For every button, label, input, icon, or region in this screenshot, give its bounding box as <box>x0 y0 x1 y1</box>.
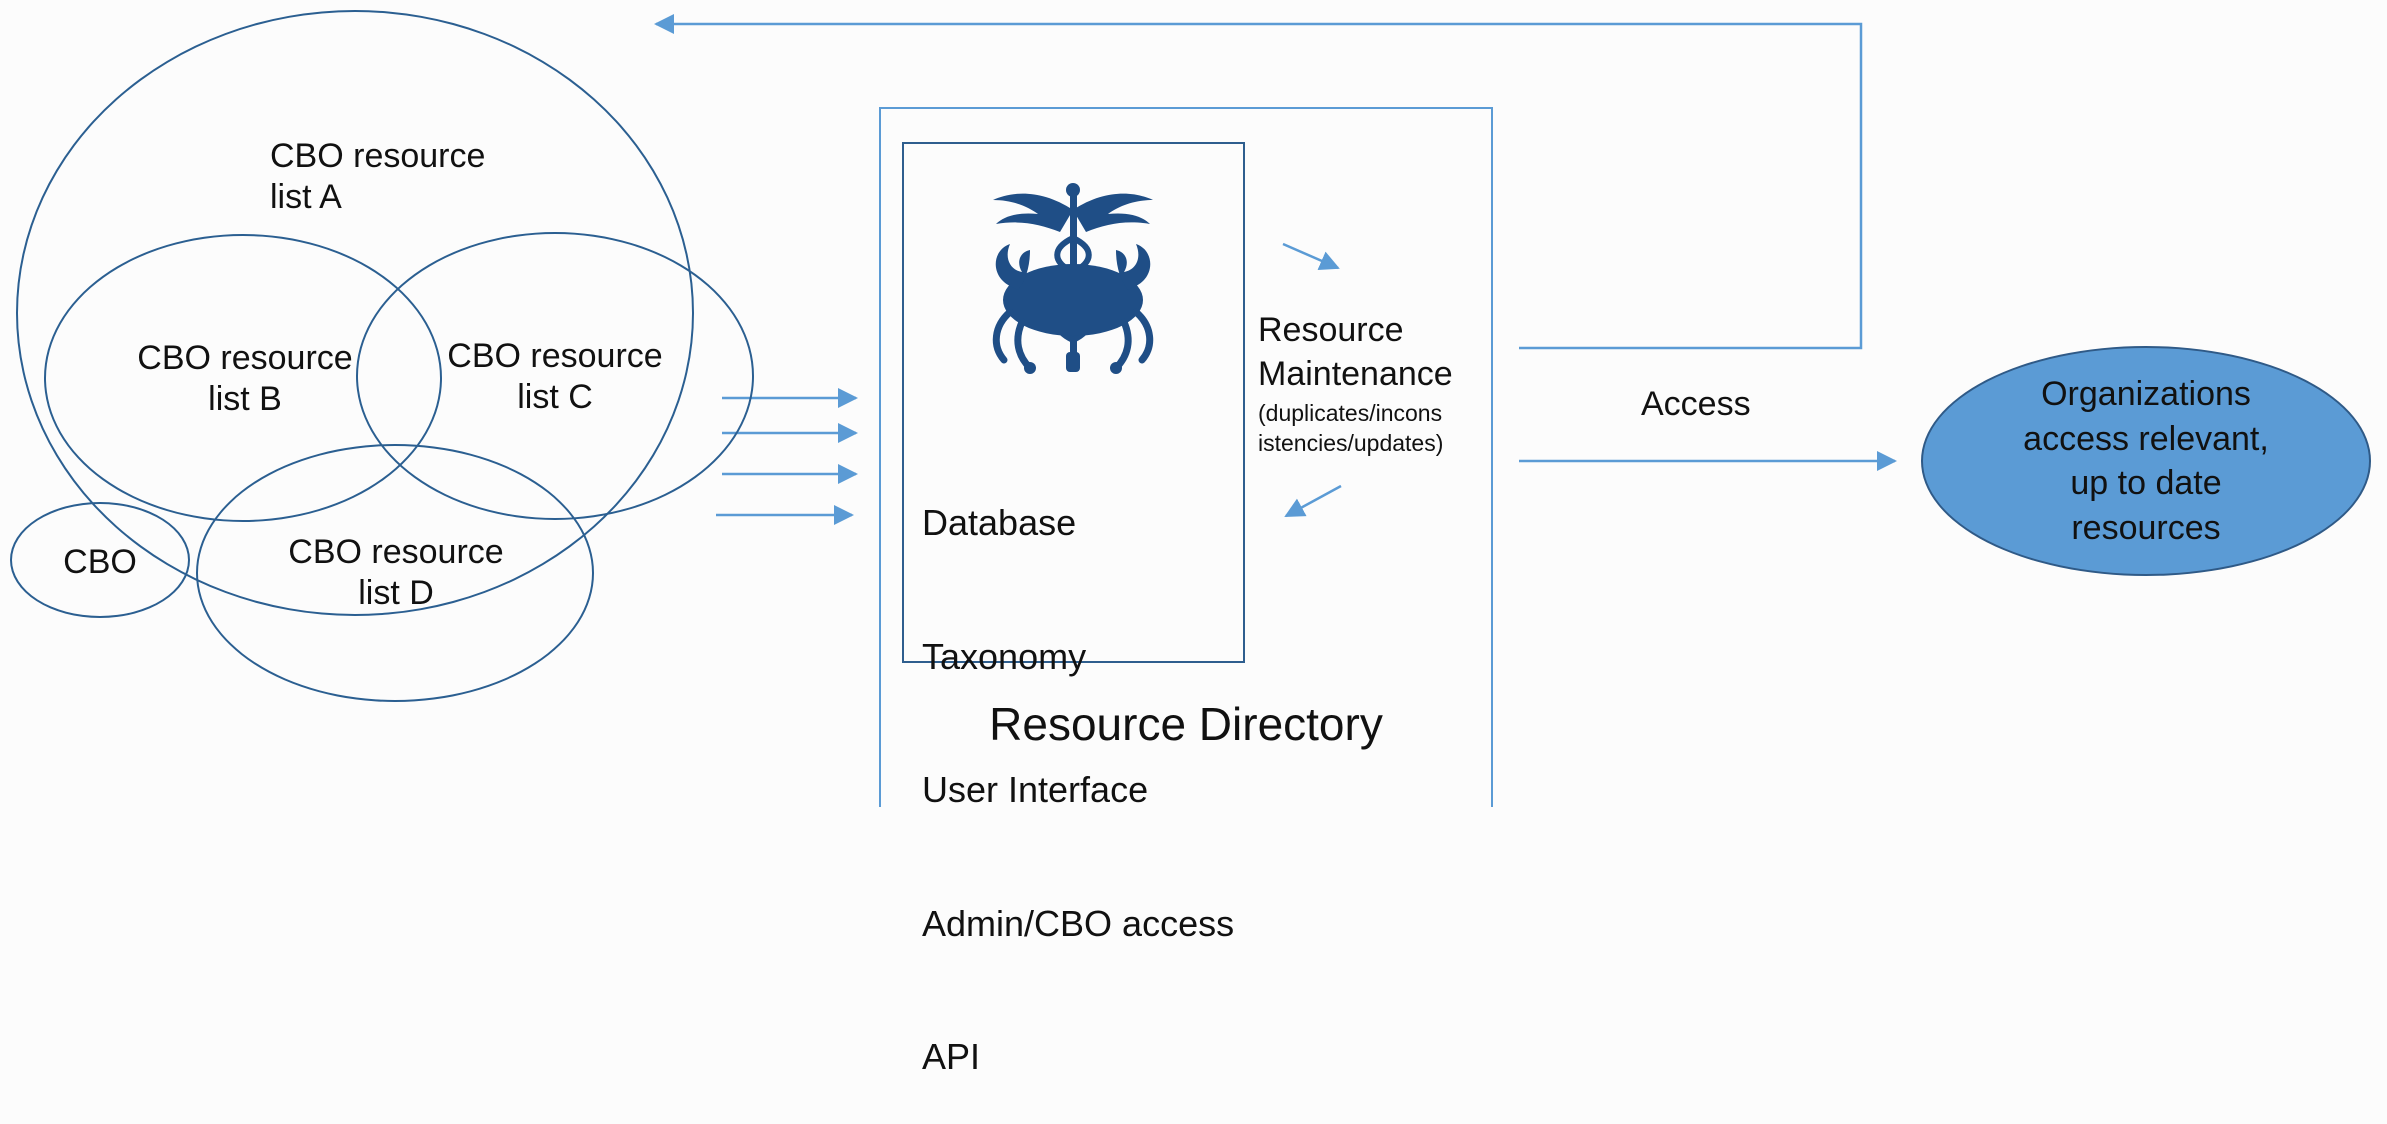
maintenance-arrow-in <box>1284 484 1342 518</box>
feature-user-interface: User Interface <box>922 769 1149 810</box>
organizations-ellipse <box>1921 346 2371 576</box>
organizations-label: Organizations access relevant, up to dat… <box>2023 375 2269 547</box>
label-list-c: CBO resource list C <box>447 337 663 417</box>
label-cbo: CBO <box>63 543 137 581</box>
feature-database: Database <box>922 502 1077 543</box>
directory-title: Resource Directory <box>989 698 1383 750</box>
label-list-d: CBO resource list D <box>288 533 504 613</box>
feature-taxonomy: Taxonomy <box>922 635 1087 677</box>
directory-features-box <box>902 142 1245 663</box>
resource-directory-box <box>879 107 1493 807</box>
circle-cbo <box>10 502 190 618</box>
feature-admin-cbo-access: Admin/CBO access <box>922 902 1235 944</box>
label-list-b: CBO resource list B <box>137 339 353 419</box>
access-label: Access <box>1641 385 1751 423</box>
diagram-canvas <box>654 14 1897 525</box>
label-list-a: CBO resource list A <box>270 137 486 217</box>
maintenance-arrow-out <box>1282 242 1340 270</box>
features-list: Database Taxonomy User Interface Admin/C… <box>922 412 1234 1124</box>
circle-list-d <box>196 444 594 702</box>
caduceus-crab-icon <box>992 183 1154 374</box>
maintenance-title: Resource Maintenance <box>1258 311 1453 393</box>
maintenance-detail: (duplicates/incons istencies/updates) <box>1258 400 1444 456</box>
feedback-arrow <box>654 14 1863 350</box>
feature-api: API <box>922 1036 981 1077</box>
